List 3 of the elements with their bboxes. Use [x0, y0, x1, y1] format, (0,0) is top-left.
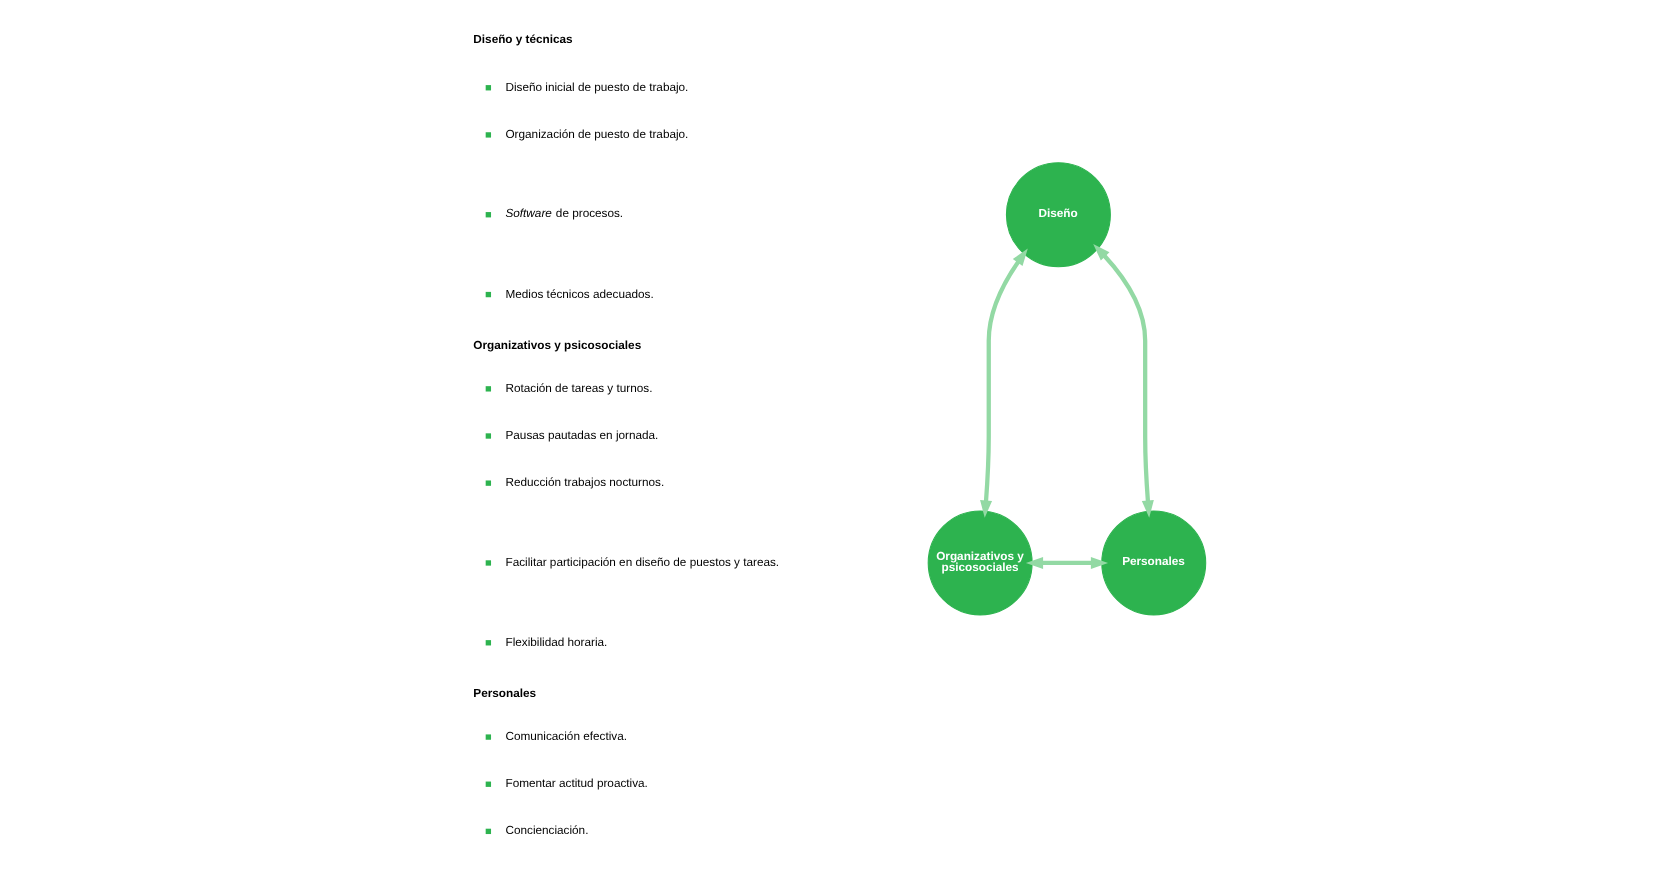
arrow — [979, 248, 1027, 518]
arrow — [1092, 244, 1153, 518]
arrow — [1024, 556, 1108, 569]
